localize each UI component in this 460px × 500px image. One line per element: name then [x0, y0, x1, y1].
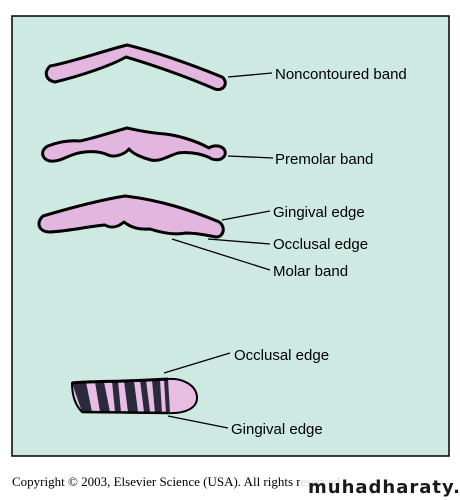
occlusal-edge-bottom-leader — [163, 352, 231, 374]
copyright-text: Copyright © 2003, Elsevier Science (USA)… — [12, 474, 344, 489]
striped-band-illustration — [70, 377, 199, 415]
gingival-edge-top-leader — [221, 210, 271, 221]
watermark-text: muhadharaty.com — [308, 477, 460, 498]
molar-band-shape — [37, 194, 225, 239]
gingival-edge-bottom-label: Gingival edge — [231, 421, 323, 438]
occlusal-edge-top-leader — [207, 238, 271, 245]
molar-band-leader — [171, 238, 271, 271]
noncontoured-band-shape — [44, 43, 227, 92]
premolar-band-shape — [41, 126, 227, 163]
molar-band-label: Molar band — [273, 263, 348, 280]
watermark-backdrop — [300, 473, 460, 500]
occlusal-edge-top-label: Occlusal edge — [273, 236, 368, 253]
noncontoured-leader — [227, 72, 273, 78]
premolar-leader — [227, 155, 274, 159]
gingival-edge-bottom-leader — [167, 415, 229, 429]
occlusal-edge-bottom-label: Occlusal edge — [234, 347, 329, 364]
noncontoured-band-label: Noncontoured band — [275, 66, 407, 83]
premolar-band-label: Premolar band — [275, 151, 373, 168]
gingival-edge-top-label: Gingival edge — [273, 204, 365, 221]
